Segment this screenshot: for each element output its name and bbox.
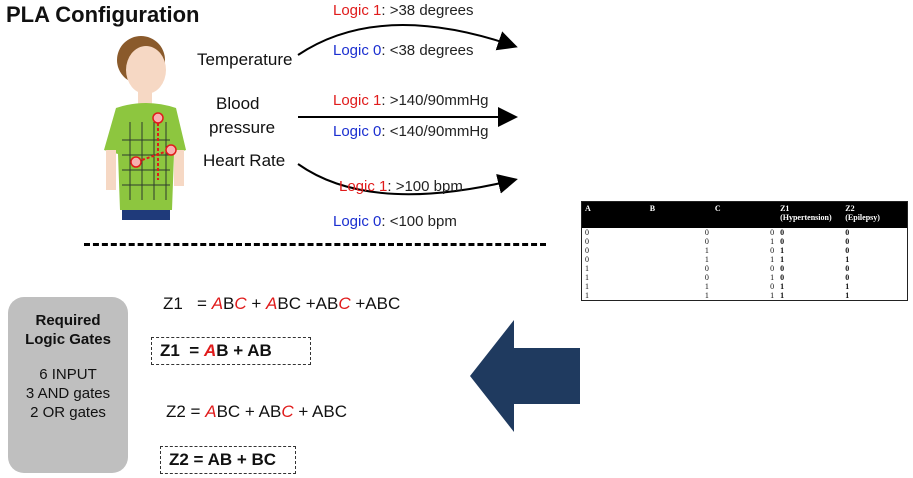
table-cell: 0 <box>770 264 775 273</box>
table-cell: 0 <box>845 246 850 255</box>
sensor-icon <box>130 156 142 168</box>
truth-table-header-cell: B <box>646 201 712 228</box>
table-cell: 0 <box>780 264 785 273</box>
header-line: A <box>585 204 591 213</box>
table-cell: 0 <box>770 282 775 291</box>
table-cell: 1 <box>585 264 589 273</box>
temperature-logic0: Logic 0: <38 degrees <box>333 42 474 59</box>
table-cell: 1 <box>770 237 775 246</box>
blood-pressure-label-1: Blood <box>216 94 260 113</box>
table-cell: 0 <box>770 246 775 255</box>
blood-pressure-logic0: Logic 0: <140/90mmHg <box>333 123 489 140</box>
truth-table-header-cell: C <box>711 201 778 228</box>
z2-simplified-box: Z2 = AB + BC <box>160 446 296 474</box>
table-cell: 0 <box>845 237 850 246</box>
gates-heading-2: Logic Gates <box>25 331 111 348</box>
table-cell: 1 <box>704 282 709 291</box>
table-cell: 0 <box>845 273 850 282</box>
header-subline: (Hypertension) <box>780 213 832 222</box>
gates-and-count: 3 AND gates <box>25 385 111 402</box>
table-cell: 0 <box>585 228 589 237</box>
z1-equation: Z1 = ABC + ABC +ABC +ABC <box>163 294 401 313</box>
blood-pressure-logic1: Logic 1: >140/90mmHg <box>333 92 489 109</box>
table-cell: 0 <box>704 264 709 273</box>
table-cell: 1 <box>770 291 775 300</box>
truth-table-header-cell: A <box>581 201 647 228</box>
header-line: B <box>649 204 656 213</box>
header-line: C <box>714 204 721 213</box>
table-cell: 1 <box>845 282 850 291</box>
truth-table-header-cell: Z2(Epilepsy) <box>842 201 908 228</box>
table-cell: 1 <box>780 246 785 255</box>
z1-simplified-box: Z1 = AB + AB <box>151 337 311 365</box>
table-cell: 1 <box>585 273 589 282</box>
table-cell: 0 <box>780 237 785 246</box>
table-cell: 0 <box>770 228 775 237</box>
table-cell: 0 <box>845 264 850 273</box>
table-cell: 1 <box>780 291 785 300</box>
heart-rate-logic0: Logic 0: <100 bpm <box>333 213 457 230</box>
required-gates-box: Required Logic Gates 6 INPUT 3 AND gates… <box>8 297 128 473</box>
table-cell: 1 <box>780 282 785 291</box>
sensor-grid <box>122 122 170 200</box>
gates-heading-1: Required <box>35 312 101 329</box>
table-cell: 1 <box>780 255 785 264</box>
page-title: PLA Configuration <box>6 2 200 27</box>
table-cell: 1 <box>845 255 850 264</box>
table-cell: 1 <box>704 246 709 255</box>
table-cell: 1 <box>585 291 589 300</box>
gates-or-count: 2 OR gates <box>30 404 106 421</box>
table-cell: 1 <box>770 273 775 282</box>
table-cell: 1 <box>704 291 709 300</box>
table-cell: 0 <box>585 237 589 246</box>
big-left-arrow-icon <box>470 320 580 432</box>
shirt <box>104 103 186 210</box>
header-line: Z2 <box>845 204 855 213</box>
gates-input-count: 6 INPUT <box>39 366 97 383</box>
header-line: Z1 <box>780 204 790 213</box>
heart-rate-arrow <box>297 163 518 196</box>
table-cell: 0 <box>845 228 850 237</box>
table-cell: 0 <box>780 273 785 282</box>
sensor-icon <box>152 112 164 124</box>
z2-equation: Z2 = ABC + ABC + ABC <box>166 402 347 421</box>
table-cell: 1 <box>770 255 775 264</box>
signal-arrows <box>297 24 518 196</box>
table-cell: 0 <box>704 273 709 282</box>
table-cell: 0 <box>704 228 709 237</box>
child-illustration <box>104 36 186 220</box>
temperature-label: Temperature <box>197 50 293 69</box>
table-cell: 0 <box>704 237 709 246</box>
temperature-logic1: Logic 1: >38 degrees <box>333 2 474 19</box>
temperature-arrow <box>297 24 518 56</box>
blood-pressure-label-2: pressure <box>209 118 276 137</box>
header-subline: (Epilepsy) <box>845 213 880 222</box>
table-cell: 0 <box>780 228 785 237</box>
table-cell: 0 <box>585 255 589 264</box>
truth-table-header-cell: Z1(Hypertension) <box>777 201 843 228</box>
heart-rate-label: Heart Rate <box>203 151 286 170</box>
table-cell: 1 <box>845 291 850 300</box>
section-divider <box>84 243 546 246</box>
heart-rate-logic1: Logic 1: >100 bpm <box>339 178 463 195</box>
table-cell: 0 <box>585 246 589 255</box>
sensor-icon <box>165 144 177 156</box>
face <box>126 46 166 94</box>
table-cell: 1 <box>704 255 709 264</box>
table-cell: 1 <box>585 282 589 291</box>
